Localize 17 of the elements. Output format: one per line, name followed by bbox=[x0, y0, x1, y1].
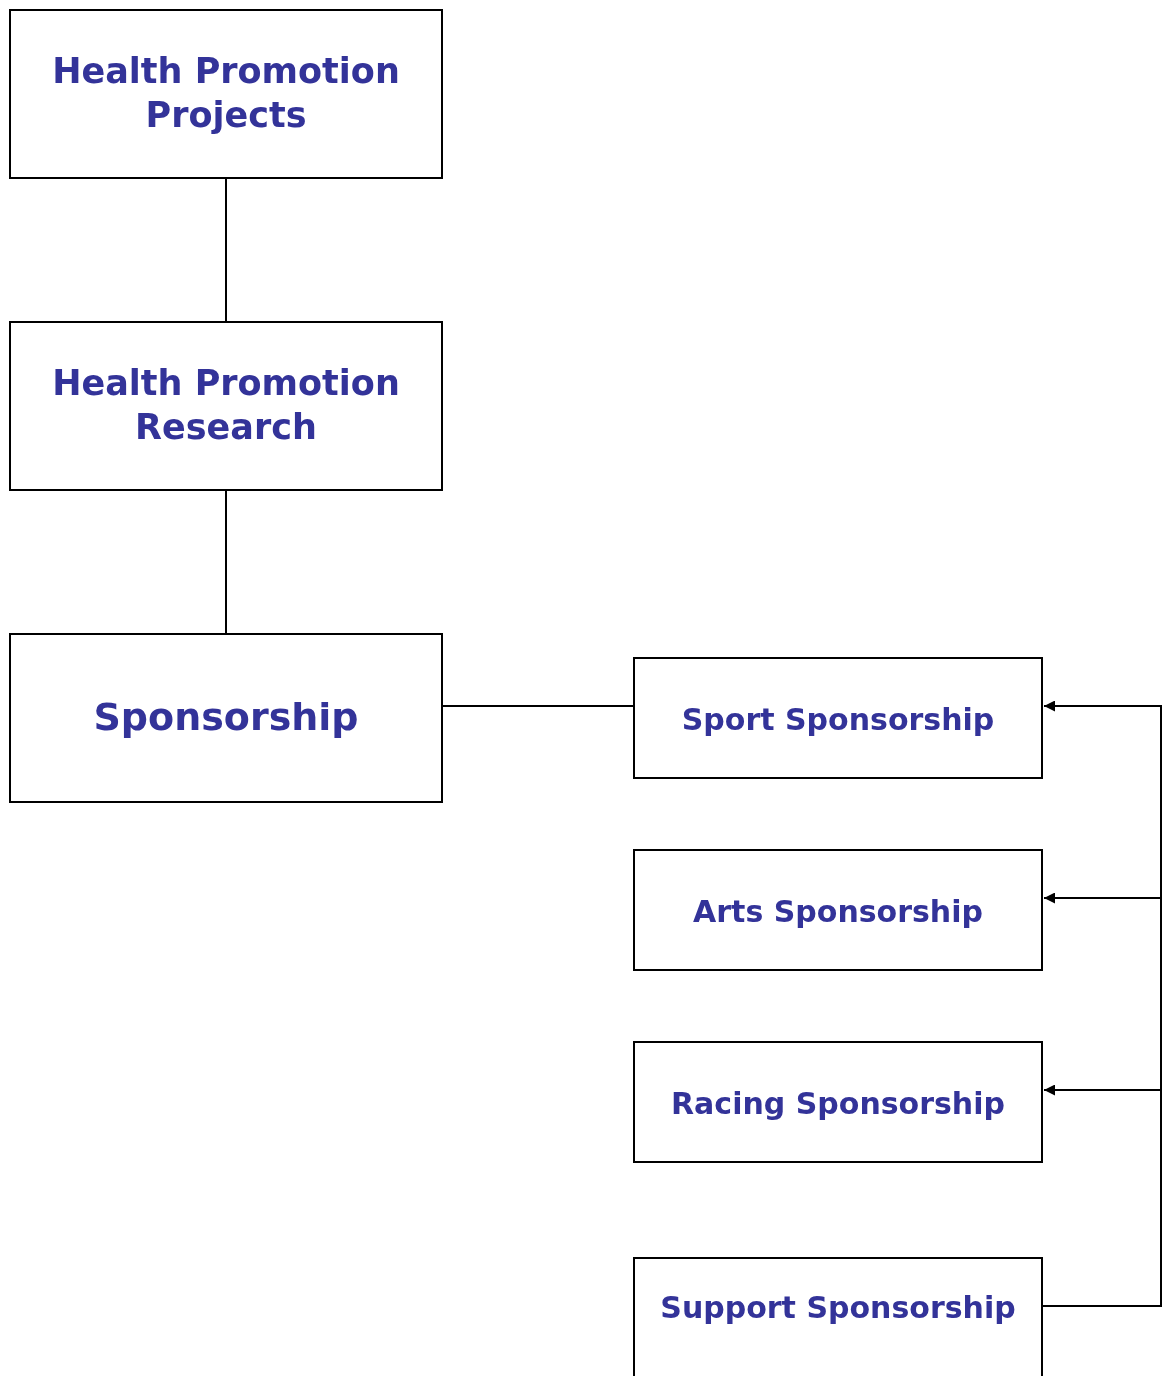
box-label: Sponsorship bbox=[93, 694, 359, 742]
box-label: Sport Sponsorship bbox=[681, 701, 995, 739]
box-label: Arts Sponsorship bbox=[693, 893, 983, 931]
connector-line bbox=[225, 178, 227, 322]
box-label: Health Promotion Research bbox=[51, 362, 401, 449]
box-label: Health Promotion Projects bbox=[51, 50, 401, 137]
connector-line bbox=[442, 705, 634, 707]
sponsorship-type-box bbox=[633, 1041, 1043, 1163]
sponsorship-type-box bbox=[633, 657, 1043, 779]
process-box bbox=[9, 321, 443, 491]
sponsorship-type-box bbox=[633, 1257, 1043, 1376]
process-box bbox=[9, 9, 443, 179]
box-label: Racing Sponsorship bbox=[671, 1085, 1005, 1123]
sponsorship-type-box bbox=[633, 849, 1043, 971]
box-label: Support Sponsorship bbox=[660, 1289, 1016, 1327]
connector-line bbox=[225, 490, 227, 634]
process-box bbox=[9, 633, 443, 803]
